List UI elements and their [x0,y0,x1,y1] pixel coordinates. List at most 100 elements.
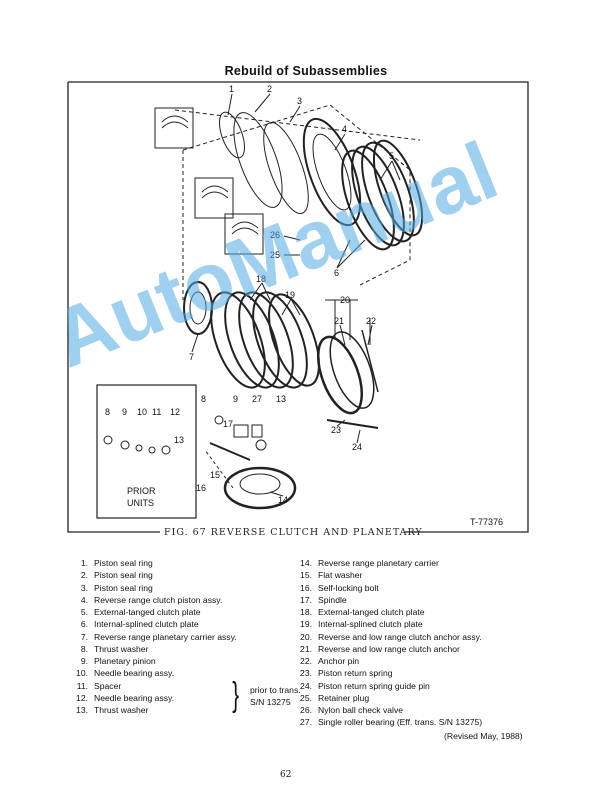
legend-text: Reverse range planetary carrier assy. [94,631,237,642]
legend-number: 17. [300,594,312,605]
prior-note: prior to trans. S/N 13275 [250,684,301,709]
legend-number: 25. [300,692,312,703]
prior-note-line-1: prior to trans. [250,685,301,695]
legend-item: 4.Reverse range clutch piston assy. [66,594,237,606]
callout-9: 9 [233,394,238,404]
callout-9-prior: 9 [122,407,127,417]
legend-number: 6. [80,619,88,630]
piston-seal-ring-1 [219,111,245,159]
callout-21: 21 [334,316,344,326]
callout-22: 22 [366,316,376,326]
legend-number: 1. [80,558,88,568]
legend-item: 5. External-tanged clutch plate [66,606,237,618]
callout-3: 3 [297,96,302,106]
legend-number: 24. [300,680,312,691]
legend-number: 11. [76,680,88,691]
legend-item: 21.Reverse and low range clutch anchor [290,643,482,655]
legend-item: 17. Spindle [290,594,482,606]
prior-units-box [96,384,197,519]
planetary-carrier [223,466,297,510]
legend-number: 16. [300,582,312,593]
legend-item: 16.Self-locking bolt [290,582,482,594]
callout-8-prior: 8 [105,407,110,417]
bracket: } [232,676,240,714]
callout-27: 27 [252,394,262,404]
callout-19: 19 [285,290,295,300]
inset-seal-2 [194,177,234,219]
legend-number: 21. [300,643,312,654]
callout-10: 10 [137,407,147,417]
legend-text: Reverse and low range clutch anchor assy… [318,631,482,642]
legend-text: Piston seal ring [94,582,153,593]
legend-item: 19. Internal-splined clutch plate [290,618,482,630]
legend-text: Spindle [318,594,347,605]
callout-25: 25 [270,250,280,260]
callout-11: 11 [152,407,161,417]
callout-7: 7 [189,352,194,362]
legend-number: 18. [300,607,312,617]
legend-text: Internal-splined clutch plate [318,619,423,630]
legend-text: Piston seal ring [94,570,153,581]
legend-text: Piston return spring guide pin [318,680,430,691]
legend-text: External-tanged clutch plate [318,607,425,617]
legend-item: 1. Piston seal ring [66,557,237,569]
legend-item: 14. Reverse range planetary carrier [290,557,482,569]
legend-text: Reverse range planetary carrier [318,558,439,568]
page-number: 62 [280,770,292,780]
legend-text: Flat washer [318,570,363,581]
page-title: Rebuild of Subassemblies [224,64,388,78]
legend-number: 12. [76,692,88,703]
clutch-plates-5-6 [341,139,424,251]
legend-number: 20. [300,631,312,642]
legend-item: 8.Thrust washer [66,643,237,655]
callout-13-prior: 13 [174,435,184,445]
legend-text: Needle bearing assy. [94,692,175,703]
legend-item: 22.Anchor pin [290,655,482,667]
legend-item: 3. Piston seal ring [66,582,237,594]
legend-number: 14. [300,558,312,568]
prior-units-label-1: PRIOR [127,486,156,496]
legend-text: Thrust washer [94,705,149,715]
legend-item: 11.Spacer [66,680,237,692]
piston-seal-ring-2 [233,112,283,208]
legend-number: 9. [80,656,88,666]
callout-14: 14 [278,495,288,505]
callout-20: 20 [340,295,350,305]
callout-8: 8 [201,394,206,404]
guide-pin [326,419,379,429]
legend-item: 6. Internal-splined clutch plate [66,618,237,630]
legend-number: 7. [80,631,88,642]
legend-number: 5. [80,607,88,617]
callout-5: 5 [389,151,394,161]
piston-seal-ring-3 [263,122,309,214]
figure-ref: T-77376 [470,517,503,527]
callout-6: 6 [334,268,339,278]
legend-item: 26.Nylon ball check valve [290,704,482,716]
prior-units-label-2: UNITS [127,498,154,508]
callout-15: 15 [210,470,220,480]
clutch-anchor [316,335,364,415]
callout-16: 16 [196,483,206,493]
callout-23: 23 [331,425,341,435]
clutch-plates-18-19 [210,291,320,389]
legend-number: 23. [300,668,312,679]
legend-number: 3. [80,582,88,593]
legend-text: Piston seal ring [94,558,153,568]
legend-item: 15.Flat washer [290,569,482,581]
callout-12: 12 [170,407,180,417]
legend-item: 27.Single roller bearing (Eff. trans. S/… [290,716,482,728]
legend-item: 13.Thrust washer [66,704,237,716]
legend-number: 19. [300,619,312,630]
legend-text: Reverse range clutch piston assy. [94,594,223,605]
legend-text: Internal-splined clutch plate [94,619,199,630]
callout-4: 4 [342,124,347,134]
callout-13: 13 [276,394,286,404]
legend-item: 23.Piston return spring [290,667,482,679]
legend-text: Thrust washer [94,643,149,654]
legend-text: External-tanged clutch plate [94,607,201,617]
legend-item: 2.Piston seal ring [66,569,237,581]
legend-number: 22. [300,656,312,666]
legend-text: Needle bearing assy. [94,668,175,679]
